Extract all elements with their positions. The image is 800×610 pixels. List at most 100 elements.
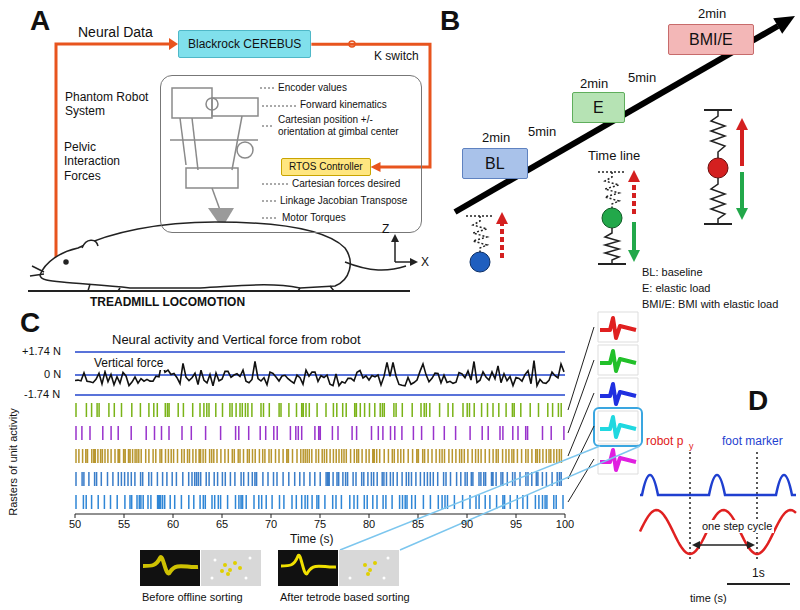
spring (711, 110, 725, 158)
cycle-marker (689, 452, 691, 560)
drawing-part (30, 274, 44, 276)
robot-trace (640, 510, 796, 554)
spike-raster (76, 403, 561, 417)
panel-d-art (640, 452, 796, 584)
drawing-part (212, 188, 220, 210)
drawing-part (186, 168, 238, 188)
axis-label: Time line (588, 148, 640, 164)
key-note: BMI/E: BMI with elastic load (642, 298, 778, 311)
drawing-part (228, 568, 232, 572)
tick-label: 100 (556, 518, 574, 531)
device-box: Blackrock CEREBUS (178, 30, 311, 58)
drawing-part (368, 568, 372, 572)
drawing-part (600, 417, 636, 437)
arrow-head (169, 38, 178, 50)
drawing-part (598, 345, 638, 375)
spike-raster (76, 426, 564, 440)
axis-title: Rasters of unit activity (7, 408, 20, 516)
arrow-head (773, 16, 795, 34)
drawing-part (600, 384, 636, 404)
drawing-part (600, 318, 636, 338)
tick-mark (467, 514, 468, 518)
arrow-head (747, 541, 755, 549)
duration-label: 2min (482, 130, 510, 146)
arrow-head (496, 212, 508, 224)
drawing-part (349, 557, 390, 580)
series-label: foot marker (722, 434, 783, 448)
drawing-part (568, 459, 594, 502)
scale-bar (727, 583, 790, 585)
key-note: BL: baseline (642, 266, 703, 279)
tick-mark (75, 514, 76, 518)
step-label: Cartesian position +/- orientation at gi… (278, 114, 416, 138)
text-label: TREADMILL LOCOMOTION (90, 295, 245, 309)
phase-box: E (572, 92, 625, 123)
drawing-part (262, 184, 288, 185)
drawing-part (223, 563, 227, 567)
drawing-part (281, 555, 336, 574)
drawing-part (211, 577, 214, 580)
mass (708, 158, 728, 178)
drawing-part (212, 98, 258, 116)
panel-letter: C (20, 306, 40, 340)
drawing-part (598, 411, 638, 441)
signal-label: Neural Data (78, 24, 153, 41)
treadmill-belt (28, 290, 410, 292)
drawing-part (206, 98, 218, 110)
tick-label: 50 (69, 518, 81, 531)
drawing-part (211, 557, 252, 580)
drawing-part (220, 561, 242, 576)
drawing-part (32, 266, 44, 272)
drawing-part (568, 360, 594, 433)
force-arrow (632, 180, 636, 214)
force-arrow (740, 172, 744, 210)
tick-mark (124, 514, 125, 518)
drawing-part (262, 106, 296, 107)
mass (470, 252, 490, 272)
drawing-part (262, 201, 276, 202)
spring (605, 172, 619, 208)
drawing-part (260, 88, 274, 89)
drawing-part (339, 550, 399, 586)
drawing-part (363, 561, 377, 576)
arrow-head (628, 170, 640, 182)
axis-value: 0 N (44, 368, 61, 381)
drawing-part (600, 450, 636, 470)
drawing-part (249, 557, 252, 560)
drawing-part (170, 139, 258, 141)
system-box: Phantom Robot SystemRTOS Controller (160, 75, 422, 233)
tick-mark (271, 514, 272, 518)
drawing-part (220, 569, 224, 573)
zoom-line (340, 446, 600, 550)
subscript: y (689, 441, 694, 452)
spring-anchor (704, 223, 732, 225)
tick-mark (565, 514, 566, 518)
axis-label: X (421, 255, 429, 269)
drawing-part (237, 142, 253, 158)
arrow-head (410, 258, 418, 266)
force-limit-line (75, 394, 565, 396)
panel-c-art (75, 312, 642, 586)
axis-ticks (75, 514, 565, 518)
drawing-part (598, 378, 638, 408)
arrow-head (391, 234, 399, 242)
axis-value: +1.74 N (22, 345, 61, 358)
tick-mark (516, 514, 517, 518)
force-arrow (740, 128, 744, 166)
box-text: BL (485, 154, 505, 173)
axis-label: Z (382, 222, 389, 236)
axis-title: time (s) (690, 592, 727, 605)
tick-label: 65 (216, 518, 228, 531)
step-label: Forward kinematics (300, 99, 387, 111)
duration-label: 2min (698, 6, 726, 22)
tick-label: 80 (363, 518, 375, 531)
tick-mark (222, 514, 223, 518)
drawing-part (180, 118, 186, 165)
tick-mark (173, 514, 174, 518)
series-label: Vertical force (92, 356, 165, 370)
caption-label: After tetrode based sorting (280, 591, 410, 604)
drawing-part (600, 351, 636, 371)
drawing-part (201, 550, 261, 586)
tick-label: 85 (412, 518, 424, 531)
